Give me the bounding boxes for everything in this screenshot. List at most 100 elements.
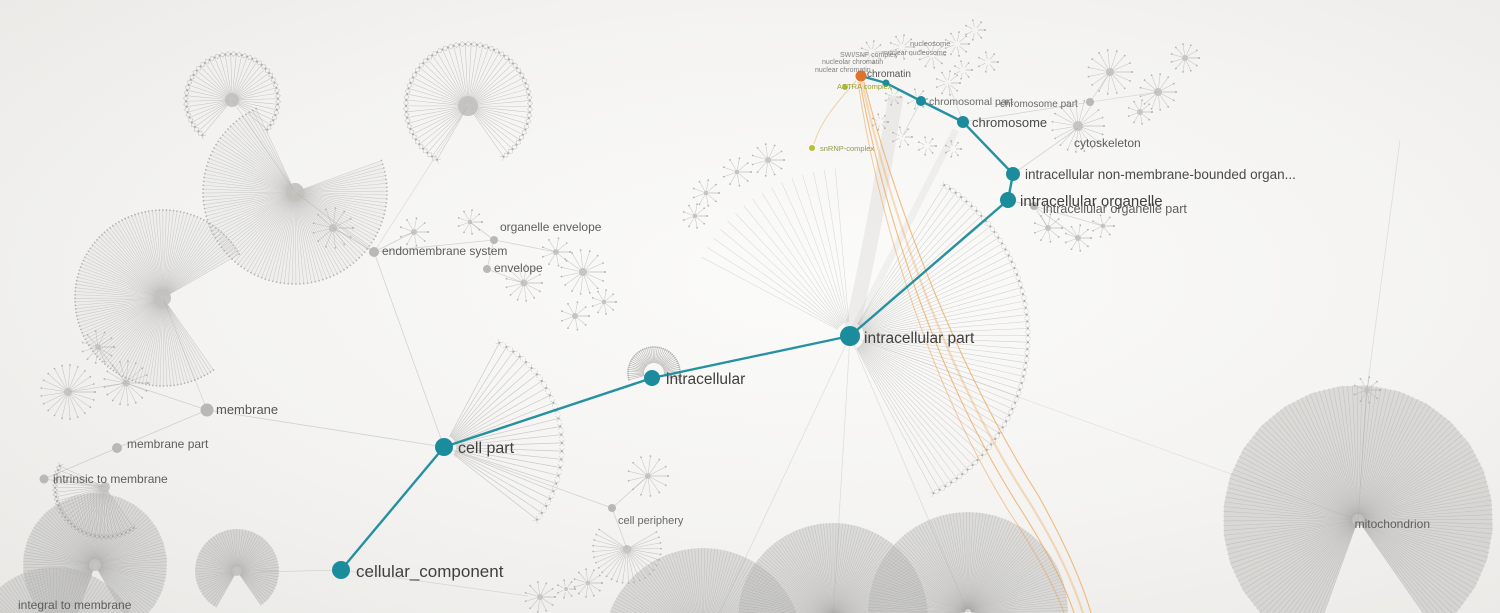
cluster-hub[interactable] — [623, 545, 631, 553]
node-envelope[interactable] — [483, 265, 491, 273]
label-chromosomal-part[interactable]: chromosomal part — [929, 96, 1013, 108]
node-chromatin-junction[interactable] — [882, 79, 890, 87]
label-nuclear-nucleosome[interactable]: nuclear nucleosome — [884, 50, 947, 57]
label-cellular-component[interactable]: cellular_component — [356, 562, 504, 581]
node-intracellular-organelle-part[interactable] — [1030, 202, 1038, 210]
cluster-hub[interactable] — [765, 157, 771, 163]
cluster-hub[interactable] — [553, 249, 559, 255]
cluster-hub[interactable] — [645, 473, 651, 479]
label-chromosome-part[interactable]: chromosome part — [1000, 99, 1078, 110]
node-membrane-part[interactable] — [112, 443, 122, 453]
go-cluster — [860, 40, 884, 64]
cluster-hub[interactable] — [155, 290, 171, 306]
label-nuclear-chromatin[interactable]: nuclear chromatin — [815, 67, 871, 74]
cluster-hub[interactable] — [1364, 387, 1370, 393]
node-membrane[interactable] — [200, 403, 214, 417]
cluster-hub[interactable] — [692, 213, 698, 219]
label-integral-to-membrane[interactable]: integral to membrane — [18, 598, 132, 612]
cluster-hub[interactable] — [122, 379, 130, 387]
node-intrinsic-to-membrane[interactable] — [39, 474, 49, 484]
cluster-hub[interactable] — [572, 313, 578, 319]
node-intracellular-non-membrane-bounded-organelle[interactable] — [1006, 167, 1020, 181]
node-intracellular-part[interactable] — [840, 326, 860, 346]
cluster-hub[interactable] — [1073, 121, 1083, 131]
label-envelope[interactable]: envelope — [494, 261, 543, 275]
cluster-hub[interactable] — [537, 594, 543, 600]
label-intracellular[interactable]: intracellular — [666, 371, 745, 388]
cluster-hub[interactable] — [467, 219, 473, 225]
cluster-hub[interactable] — [329, 224, 337, 232]
label-mitochondrion[interactable]: mitochondrion — [1355, 517, 1430, 531]
cluster-hub[interactable] — [1045, 225, 1051, 231]
label-organelle-envelope[interactable]: organelle envelope — [500, 220, 602, 234]
node-snrnp-complex[interactable] — [809, 145, 815, 151]
node-chromosome-part[interactable] — [1086, 98, 1094, 106]
label-nucleosome[interactable]: nucleosome — [910, 39, 950, 48]
graph-edge — [206, 409, 445, 448]
highlighted-path-edge — [919, 99, 965, 124]
label-intracellular-organelle[interactable]: intracellular organelle — [1020, 193, 1163, 210]
node-endomembrane-system[interactable] — [369, 247, 379, 257]
label-endomembrane-system[interactable]: endomembrane system — [382, 244, 507, 258]
label-astra-complex[interactable]: ASTRA complex — [837, 82, 892, 91]
cluster-hub[interactable] — [64, 388, 72, 396]
label-swi-snf-complex[interactable]: SWI/SNF complex — [840, 52, 898, 59]
label-snrnp-complex[interactable]: snRNP-complex — [820, 144, 874, 153]
cluster-hub[interactable] — [458, 96, 478, 116]
cluster-hub[interactable] — [95, 344, 101, 350]
node-organelle-envelope[interactable] — [490, 236, 498, 244]
cluster-hub[interactable] — [734, 169, 740, 175]
label-cytoskeleton[interactable]: cytoskeleton — [1074, 136, 1141, 150]
label-membrane[interactable]: membrane — [216, 402, 278, 417]
cluster-hub[interactable] — [1137, 109, 1143, 115]
graph-edge — [125, 382, 208, 411]
go-cluster — [884, 88, 902, 106]
cluster-hub[interactable] — [411, 229, 417, 235]
cluster-hub[interactable] — [1106, 68, 1114, 76]
node-chromosome[interactable] — [957, 116, 969, 128]
go-cluster — [692, 179, 720, 207]
cluster-hub[interactable] — [520, 279, 528, 287]
label-chromatin[interactable]: chromatin — [867, 69, 911, 80]
label-intrinsic-to-membrane[interactable]: intrinsic to membrane — [53, 472, 168, 486]
go-cluster — [541, 237, 571, 267]
node-chromatin[interactable] — [855, 70, 867, 82]
go-cluster — [1127, 99, 1153, 125]
label-intracellular-non-membrane-bounded-organ[interactable]: intracellular non-membrane-bounded organ… — [1025, 167, 1296, 182]
cluster-hub[interactable] — [89, 559, 101, 571]
go-cluster — [1087, 49, 1133, 95]
cluster-hub[interactable] — [232, 566, 242, 576]
label-intracellular-part[interactable]: intracellular part — [864, 330, 975, 347]
node-cell-part[interactable] — [435, 438, 453, 456]
node-chromosomal-part[interactable] — [916, 96, 926, 106]
cluster-hub[interactable] — [100, 482, 110, 492]
label-chromosome[interactable]: chromosome — [972, 115, 1047, 130]
label-intracellular-organelle-part[interactable]: intracellular organelle part — [1043, 202, 1187, 216]
go-cluster — [74, 209, 241, 387]
cluster-hub[interactable] — [1100, 223, 1106, 229]
cluster-hub[interactable] — [585, 580, 591, 586]
graph-edge — [486, 239, 495, 270]
node-astra-complex[interactable] — [842, 84, 848, 90]
label-nucleolar-chromatin[interactable]: nucleolar chromatin — [822, 59, 883, 66]
node-cellular-component[interactable] — [332, 561, 350, 579]
cluster-hub[interactable] — [1352, 514, 1364, 526]
cluster-hub[interactable] — [286, 183, 304, 201]
label-membrane-part[interactable]: membrane part — [127, 437, 209, 451]
cluster-hub[interactable] — [579, 268, 587, 276]
node-intracellular[interactable] — [644, 370, 660, 386]
cluster-hub[interactable] — [1154, 88, 1162, 96]
cluster-hub[interactable] — [225, 93, 239, 107]
cluster-hub[interactable] — [564, 587, 568, 591]
cluster-hub[interactable] — [1075, 235, 1081, 241]
node-cell-periphery[interactable] — [608, 504, 616, 512]
label-cell-part[interactable]: cell part — [458, 440, 515, 457]
node-intracellular-organelle[interactable] — [1000, 192, 1016, 208]
cluster-hub[interactable] — [1182, 55, 1188, 61]
edge-bundle-layer — [842, 94, 960, 338]
cluster-hub[interactable] — [703, 190, 709, 196]
label-cell-periphery[interactable]: cell periphery — [618, 515, 684, 527]
cluster-hub[interactable] — [601, 299, 607, 305]
